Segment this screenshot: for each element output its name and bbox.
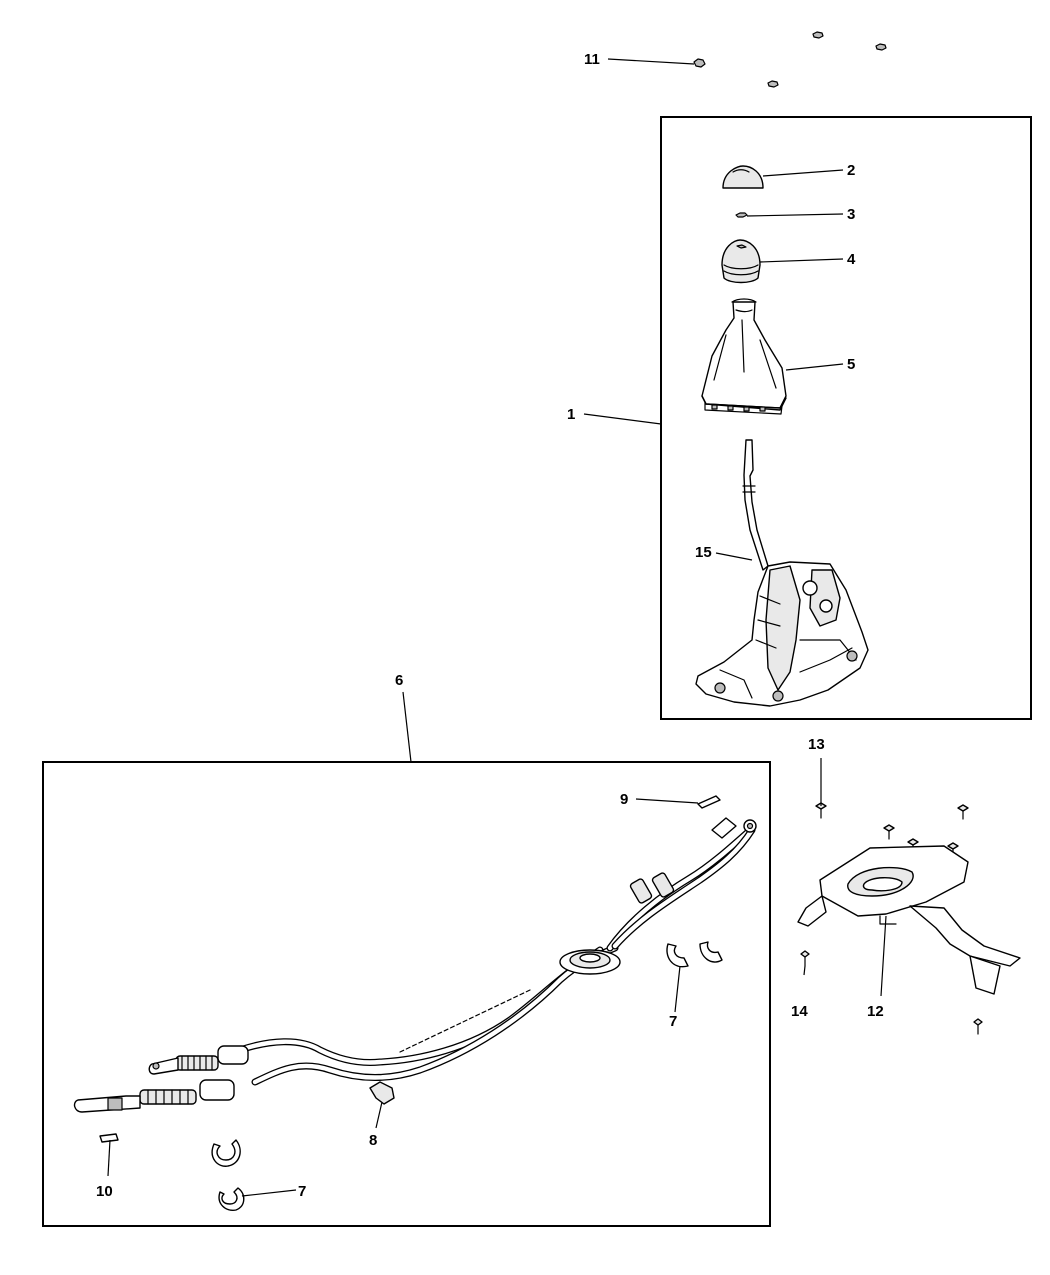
- shift-knob-item-4: [721, 239, 761, 284]
- bushing-item-10: [99, 1133, 119, 1143]
- shift-boot-item-5: [701, 298, 787, 415]
- callout-2: 2: [847, 162, 855, 179]
- callout-3: 3: [847, 206, 855, 223]
- nut-item-3: [735, 212, 748, 218]
- callout-1: 1: [567, 406, 575, 423]
- callout-11: 11: [584, 51, 600, 68]
- cable-bellows-upper: [148, 1045, 249, 1075]
- callout-7-upper: 7: [669, 1013, 677, 1030]
- shifter-assembly-box: [660, 116, 1032, 720]
- callout-12: 12: [867, 1003, 884, 1020]
- shifter-mechanism-item-15: [695, 439, 869, 707]
- callout-9: 9: [620, 791, 628, 808]
- callout-8: 8: [369, 1132, 377, 1149]
- callout-7-lower: 7: [298, 1183, 306, 1200]
- callout-6: 6: [395, 672, 403, 689]
- nut-item-11: [693, 31, 887, 88]
- shifter-bracket-item-12: [797, 845, 1021, 995]
- callout-10: 10: [96, 1183, 113, 1200]
- callout-14: 14: [791, 1003, 808, 1020]
- leader-lines: [107, 58, 887, 1197]
- shift-cable-item-6: [73, 817, 757, 1113]
- screw-item-14: [800, 950, 983, 1035]
- knob-cap-item-2: [722, 165, 764, 189]
- callout-15: 15: [695, 544, 712, 561]
- clip-item-7: [211, 941, 723, 1211]
- pin-item-9: [697, 795, 721, 809]
- bolt-item-13: [815, 802, 969, 858]
- cable-bellows-lower: [73, 1079, 235, 1113]
- cable-grommet: [559, 949, 621, 975]
- callout-13: 13: [808, 736, 825, 753]
- callout-4: 4: [847, 251, 856, 268]
- cable-assembly-box: [42, 761, 771, 1227]
- boot-retainer-clips: [711, 404, 766, 412]
- cable-ends-upper: [629, 817, 757, 904]
- callout-5: 5: [847, 356, 855, 373]
- clip-item-8: [369, 1081, 395, 1105]
